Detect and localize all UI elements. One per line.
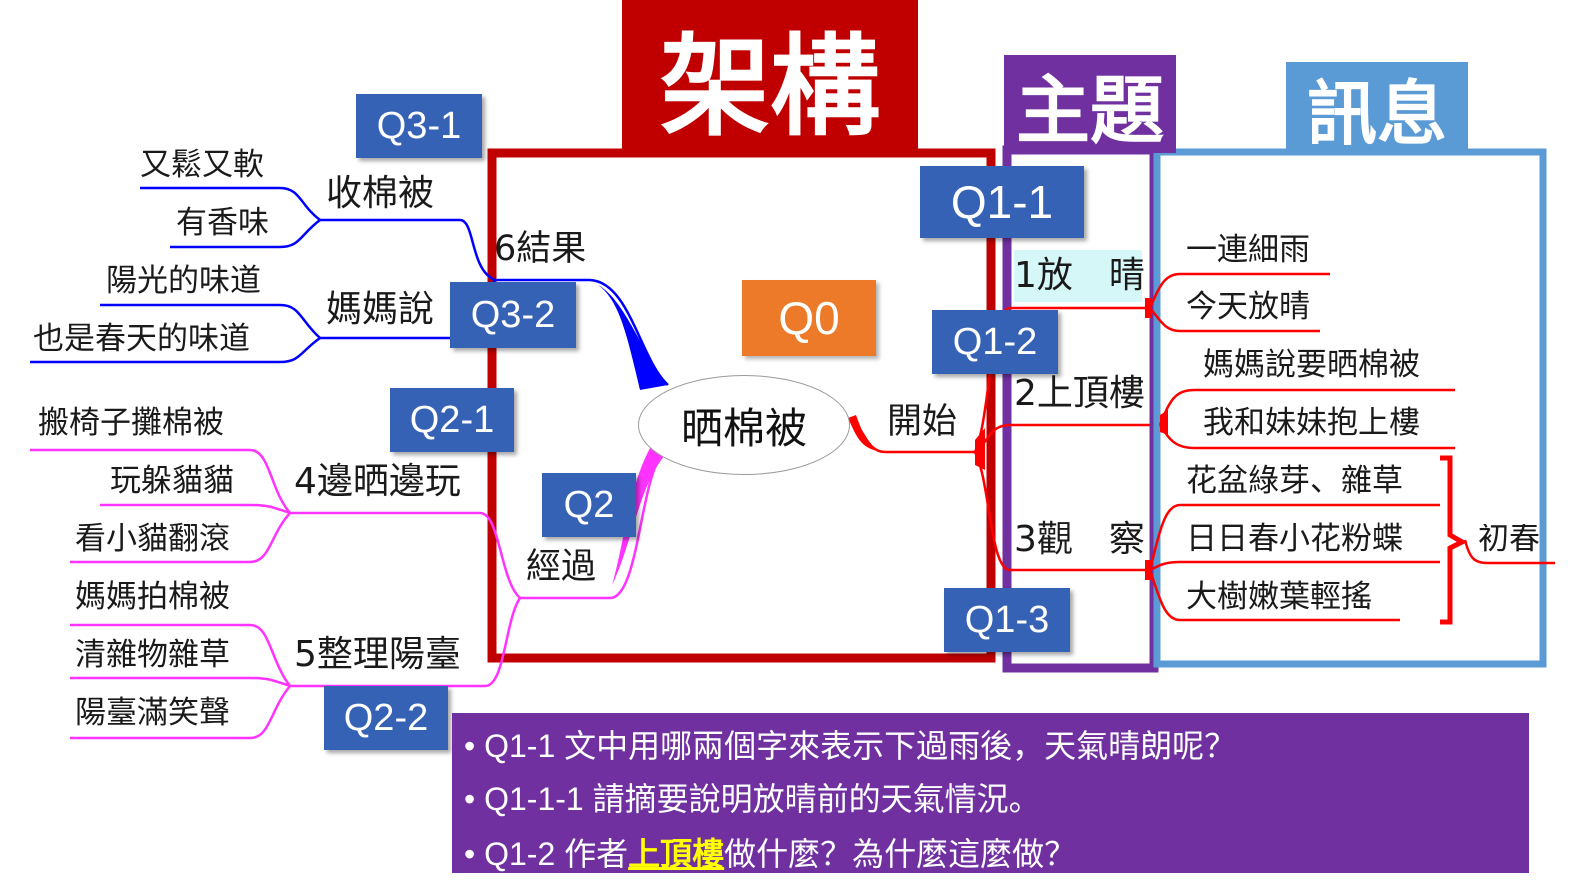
result-item-collect: 收棉被 xyxy=(326,173,435,214)
question-item: • Q1-1-1 請摘要說明放晴前的天氣情況。 xyxy=(464,781,1041,817)
leaf-item: 有香味 xyxy=(176,205,269,241)
message-item: 花盆綠芽、雜草 xyxy=(1186,463,1403,499)
center-node: 晒棉被 xyxy=(638,375,850,475)
summary-brace xyxy=(1440,455,1468,625)
message-item: 我和妹妹抱上樓 xyxy=(1203,405,1420,441)
process-label: 經過 xyxy=(526,547,597,587)
leaf-item: 又鬆又軟 xyxy=(140,147,264,183)
leaf-item: 搬椅子攤棉被 xyxy=(38,405,224,441)
leaf-item: 媽媽拍棉被 xyxy=(75,579,230,615)
tag-q1-2: Q1-2 xyxy=(932,310,1058,374)
summary-label: 初春 xyxy=(1478,524,1540,555)
questions-panel: • Q1-1 文中用哪兩個字來表示下過雨後，天氣晴朗呢？ • Q1-1-1 請摘… xyxy=(452,713,1529,873)
message-item: 媽媽說要晒棉被 xyxy=(1203,347,1420,383)
leaf-item: 陽臺滿笑聲 xyxy=(75,695,230,731)
structure-header: 架構 xyxy=(622,0,918,153)
leaf-item: 玩躲貓貓 xyxy=(110,463,234,499)
result-item-mom: 媽媽說 xyxy=(326,289,435,330)
theme-header: 主題 xyxy=(1004,55,1176,154)
leaf-item: 也是春天的味道 xyxy=(33,321,250,357)
question-item: • Q1-1 文中用哪兩個字來表示下過雨後，天氣晴朗呢？ xyxy=(464,728,1237,764)
tag-q3-2: Q3-2 xyxy=(450,282,576,348)
pink-branch-thick xyxy=(612,448,668,585)
tag-q1-3: Q1-3 xyxy=(944,588,1070,652)
bullet: • xyxy=(464,728,485,764)
question-item: • Q1-2 作者上頂樓做什麼？為什麼這麼做？ xyxy=(464,836,1077,872)
message-item: 大樹嫩葉輕搖 xyxy=(1186,579,1372,615)
theme-item-rooftop: 2上頂樓 xyxy=(1014,373,1145,414)
leaf-item: 陽光的味道 xyxy=(106,263,261,299)
bullet: • xyxy=(464,836,485,872)
pink-branch xyxy=(30,448,666,740)
result-label: 6結果 xyxy=(494,229,587,269)
theme-item-observe: 3觀 察 xyxy=(1014,519,1145,560)
message-item: 日日春小花粉蝶 xyxy=(1186,521,1403,557)
tag-q2-2: Q2-2 xyxy=(324,686,448,750)
tag-q2-1: Q2-1 xyxy=(390,388,514,452)
sunny-highlight xyxy=(1014,250,1142,302)
tag-q2: Q2 xyxy=(542,473,636,537)
message-item: 一連細雨 xyxy=(1186,232,1310,268)
question-highlight: 上頂樓 xyxy=(628,836,725,872)
tag-q1-1: Q1-1 xyxy=(920,166,1084,238)
leaf-item: 清雜物雜草 xyxy=(75,637,230,673)
start-label: 開始 xyxy=(887,402,958,442)
theme-item-sunny: 1放 晴 xyxy=(1014,255,1145,296)
message-item: 今天放晴 xyxy=(1186,289,1310,325)
bullet: • xyxy=(464,781,485,817)
message-header: 訊息 xyxy=(1286,62,1468,155)
q0-tag: Q0 xyxy=(742,280,876,356)
blue-branch-thick xyxy=(598,285,668,390)
process-item-play: 4邊晒邊玩 xyxy=(294,461,461,502)
process-item-tidy: 5整理陽臺 xyxy=(294,634,461,675)
tag-q3-1: Q3-1 xyxy=(356,94,482,158)
leaf-item: 看小貓翻滾 xyxy=(75,521,230,557)
